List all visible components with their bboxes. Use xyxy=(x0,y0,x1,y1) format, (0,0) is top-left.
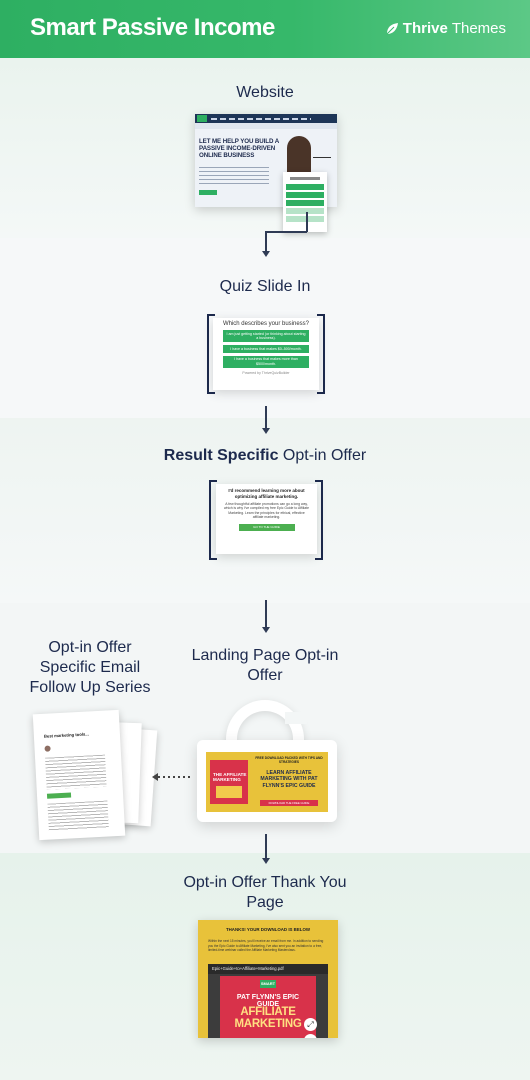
quiz-option[interactable]: I have a business that makes more than $… xyxy=(223,355,309,368)
website-screenshot: LET ME HELP YOU BUILD A PASSIVE INCOME-D… xyxy=(195,114,337,207)
quiz-card: Which describes your business? I am just… xyxy=(213,318,319,390)
dotted-connector xyxy=(158,776,190,778)
quiz-option[interactable]: I am just getting started (or thinking a… xyxy=(223,330,309,342)
leaf-icon xyxy=(386,22,398,34)
thank-you-body: Within the next 15 minutes, you'll recei… xyxy=(208,939,324,953)
arrow-left-icon xyxy=(152,773,158,781)
thank-you-page-preview: THANKS! YOUR DOWNLOAD IS BELOW Within th… xyxy=(198,920,338,1038)
email-page-front: Best marketing tools... xyxy=(32,709,126,841)
bracket-right xyxy=(315,480,323,560)
connector-line xyxy=(265,406,267,428)
email-subject: Best marketing tools... xyxy=(43,731,89,739)
result-card: I'd recommend learning more about optimi… xyxy=(216,484,317,554)
pdf-cover: SMART PAT FLYNN'S EPIC GUIDE AFFILIATE M… xyxy=(220,976,316,1038)
quiz-option[interactable]: I have a business that makes $0–500/mont… xyxy=(223,345,309,353)
arrow-down-icon xyxy=(262,858,270,864)
result-title: I'd recommend learning more about optimi… xyxy=(228,488,305,499)
zoom-in-icon[interactable]: + xyxy=(304,1034,317,1038)
slide-in-preview xyxy=(283,172,327,232)
website-headline: LET ME HELP YOU BUILD A PASSIVE INCOME-D… xyxy=(199,138,279,159)
arrow-down-icon xyxy=(262,428,270,434)
avatar xyxy=(44,745,51,752)
landing-page-preview: THE AFFILIATE MARKETING FREE DOWNLOAD PA… xyxy=(206,752,328,812)
step-label-quiz: Quiz Slide In xyxy=(219,278,311,295)
guide-button[interactable]: GO TO THE GUIDE xyxy=(238,523,295,531)
bracket-left xyxy=(207,314,215,394)
step-label-result-rest: Opt-in Offer xyxy=(278,447,367,464)
step-label-website: Website xyxy=(236,84,294,101)
cover-logo: SMART xyxy=(260,980,276,988)
cover-line-1: PAT FLYNN'S EPIC GUIDE xyxy=(236,994,300,1008)
zoom-fit-icon[interactable]: ⤢ xyxy=(304,1018,317,1031)
powered-by: Powered by ThriveQuizBuilder xyxy=(242,370,290,375)
step-label-email-series: Opt-in Offer Specific Email Follow Up Se… xyxy=(29,639,151,696)
step-label-landing: Landing Page Opt-in Offer xyxy=(191,647,339,684)
brand-name-bold: Thrive xyxy=(402,20,448,37)
connector-line xyxy=(265,231,307,233)
connector-line xyxy=(265,600,267,627)
arrow-down-icon xyxy=(262,627,270,633)
result-body: A few thoughtful affiliate promotions ca… xyxy=(224,502,310,520)
brand-name-light: Themes xyxy=(451,20,506,37)
step-label-result: Result Specific Opt-in Offer xyxy=(120,446,410,466)
ebook-cover: THE AFFILIATE MARKETING xyxy=(210,760,248,804)
landing-tagline: FREE DOWNLOAD PACKED WITH TIPS AND STRAT… xyxy=(255,756,323,764)
cover-line-2: AFFILIATE MARKETING xyxy=(234,1006,302,1030)
bracket-left xyxy=(209,480,217,560)
quiz-question: Which describes your business? xyxy=(222,321,310,327)
arrow-down-icon xyxy=(262,251,270,257)
bracket-right xyxy=(317,314,325,394)
step-label-result-bold: Result Specific xyxy=(163,447,279,464)
download-button[interactable]: DOWNLOAD THE FREE GUIDE xyxy=(260,800,318,806)
connector-line xyxy=(265,834,267,858)
pdf-viewer: Epic+Guide+to+Affiliate+Marketing.pdf SM… xyxy=(208,964,328,1038)
signature xyxy=(313,150,331,158)
connector-line xyxy=(265,231,267,251)
landing-headline: LEARN AFFILIATE MARKETING WITH PAT FLYNN… xyxy=(260,770,318,789)
thank-you-title: THANKS! YOUR DOWNLOAD IS BELOW xyxy=(225,927,311,932)
connector-line xyxy=(306,212,308,232)
step-label-thank-you: Opt-in Offer Thank You Page xyxy=(183,874,347,911)
page-title: Smart Passive Income xyxy=(30,14,275,41)
pdf-filename: Epic+Guide+to+Affiliate+Marketing.pdf xyxy=(208,964,328,974)
ebook-title: THE AFFILIATE MARKETING xyxy=(213,772,247,782)
